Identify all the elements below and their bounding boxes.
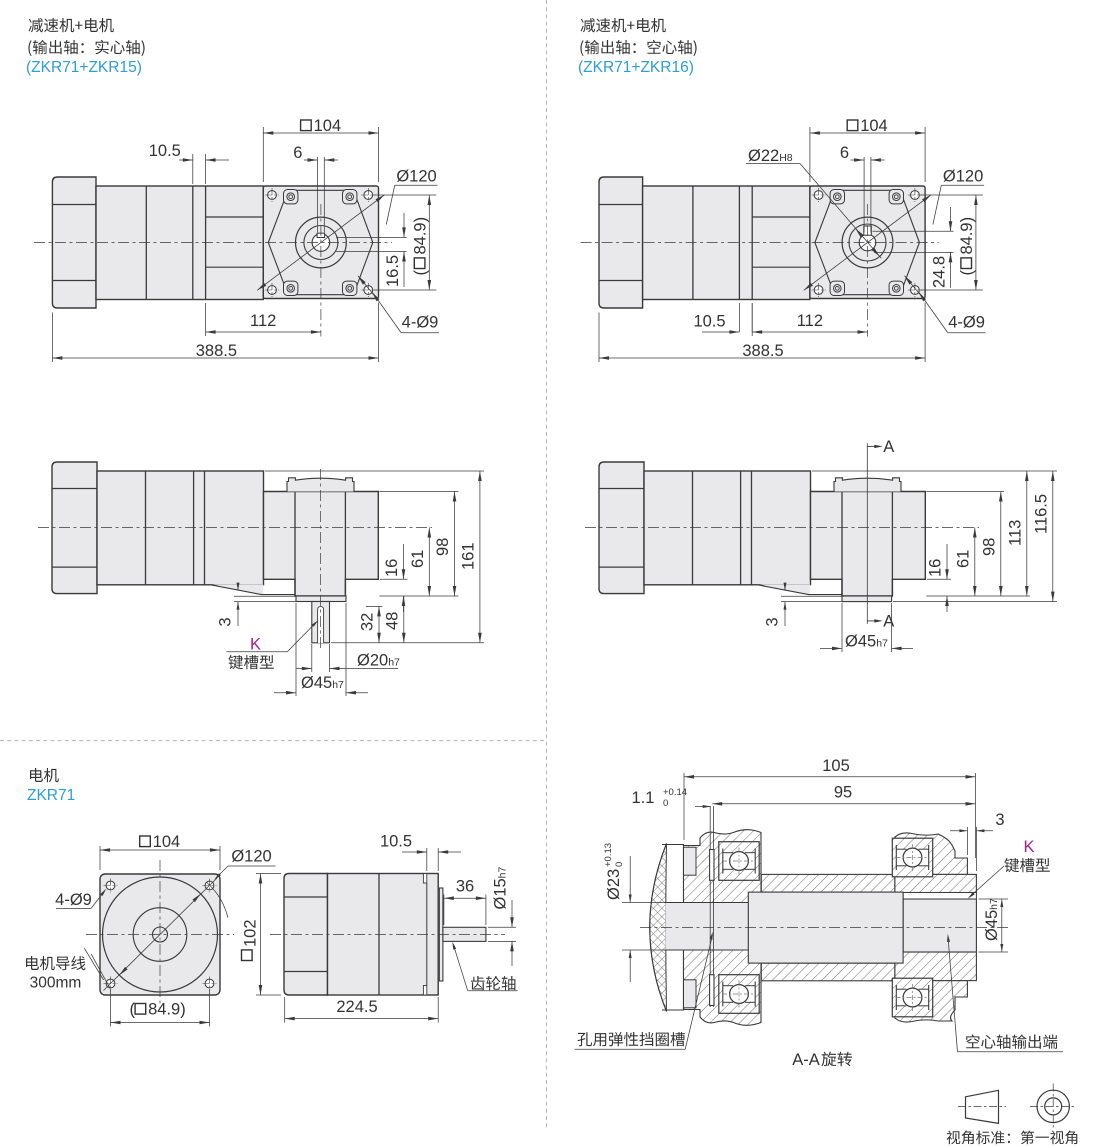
svg-text:161: 161 [460, 542, 478, 570]
svg-text:98: 98 [434, 538, 452, 556]
svg-text:388.5: 388.5 [196, 342, 237, 360]
svg-text:36: 36 [456, 878, 474, 896]
svg-text:A-A: A-A [792, 1051, 820, 1069]
svg-text:ZKR71: ZKR71 [27, 787, 75, 804]
svg-text:Ø15h7: Ø15h7 [492, 866, 510, 909]
svg-text:Ø45h7: Ø45h7 [301, 674, 344, 692]
svg-text:84.9): 84.9) [411, 217, 429, 255]
svg-text:104: 104 [860, 117, 888, 135]
svg-text:61: 61 [955, 550, 973, 568]
svg-text:84.9): 84.9) [958, 217, 976, 255]
svg-text:112: 112 [797, 312, 823, 330]
svg-text:4-Ø9: 4-Ø9 [948, 313, 985, 331]
svg-text:(ZKR71+ZKR15): (ZKR71+ZKR15) [26, 59, 142, 76]
svg-text:102: 102 [242, 919, 260, 947]
svg-text:6: 6 [840, 144, 849, 162]
svg-text:84.9): 84.9) [148, 1001, 186, 1019]
svg-text:(: ( [411, 270, 429, 276]
svg-text:4-Ø9: 4-Ø9 [55, 891, 92, 909]
svg-text:48: 48 [383, 612, 401, 630]
svg-text:Ø120: Ø120 [943, 168, 983, 186]
svg-text:16.5: 16.5 [384, 255, 402, 287]
svg-text:0: 0 [614, 862, 625, 867]
svg-text:10.5: 10.5 [380, 833, 412, 851]
svg-text:Ø20h7: Ø20h7 [357, 652, 400, 670]
svg-text:Ø23: Ø23 [605, 869, 623, 900]
svg-text:24.8: 24.8 [931, 256, 949, 288]
svg-text:224.5: 224.5 [336, 998, 377, 1016]
svg-text:K: K [1023, 838, 1034, 856]
svg-text:(: ( [130, 1001, 136, 1019]
svg-text:A: A [883, 613, 894, 631]
svg-text:16: 16 [383, 559, 401, 577]
svg-text:0: 0 [663, 798, 668, 809]
svg-text:Ø22H8: Ø22H8 [748, 147, 793, 165]
svg-text:Ø120: Ø120 [231, 848, 271, 866]
svg-text:3: 3 [764, 617, 782, 626]
svg-text:16: 16 [927, 559, 945, 577]
svg-text:105: 105 [822, 757, 850, 775]
svg-text:Ø45h7: Ø45h7 [845, 633, 888, 651]
svg-text:388.5: 388.5 [742, 342, 783, 360]
svg-text:104: 104 [153, 833, 181, 851]
svg-text:104: 104 [314, 117, 342, 135]
svg-text:116.5: 116.5 [1033, 494, 1051, 534]
svg-text:61: 61 [409, 550, 427, 568]
svg-text:3: 3 [217, 617, 235, 626]
svg-text:6: 6 [293, 144, 302, 162]
svg-text:300mm: 300mm [30, 975, 82, 992]
svg-text:112: 112 [250, 312, 276, 330]
svg-text:Ø45h7: Ø45h7 [983, 898, 1001, 941]
svg-text:(: ( [958, 270, 976, 276]
svg-text:95: 95 [834, 784, 852, 802]
svg-text:1.1: 1.1 [632, 789, 655, 807]
svg-text:98: 98 [981, 538, 999, 556]
svg-text:113: 113 [1007, 520, 1025, 546]
svg-text:+0.14: +0.14 [663, 787, 687, 798]
svg-text:10.5: 10.5 [149, 142, 181, 160]
svg-text:K: K [250, 636, 261, 654]
svg-text:+0.13: +0.13 [603, 843, 614, 867]
svg-text:A: A [883, 438, 894, 456]
svg-text:10.5: 10.5 [693, 313, 725, 331]
svg-text:Ø120: Ø120 [396, 168, 436, 186]
svg-text:4-Ø9: 4-Ø9 [402, 313, 439, 331]
svg-text:32: 32 [359, 613, 377, 631]
svg-text:3: 3 [995, 811, 1004, 829]
svg-text:(ZKR71+ZKR16): (ZKR71+ZKR16) [578, 59, 694, 76]
